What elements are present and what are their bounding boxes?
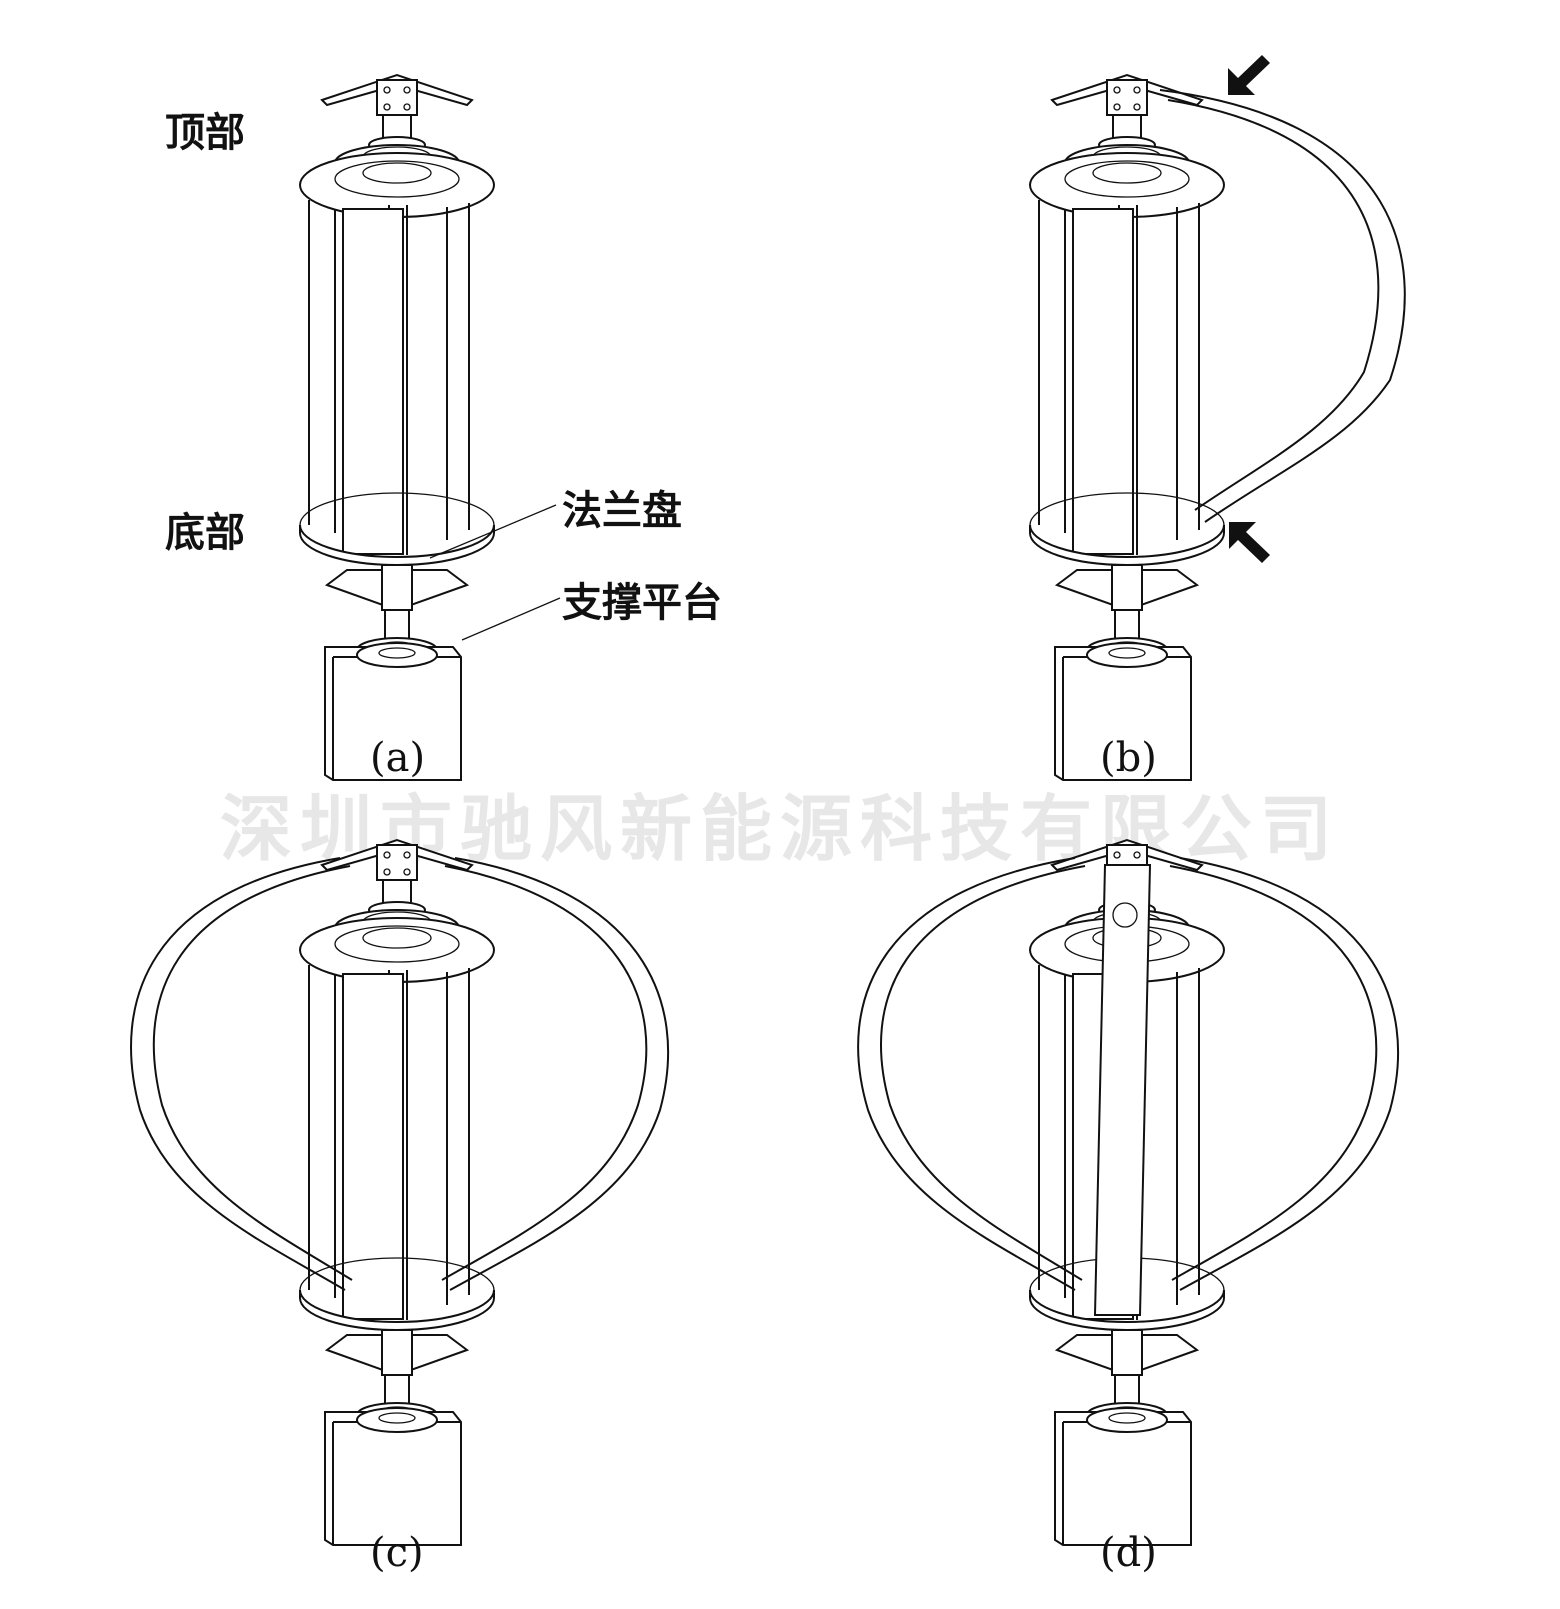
- leader-platform: [461, 597, 561, 641]
- label-flange: 法兰盘: [562, 487, 682, 534]
- panel-label-c: (c): [370, 1530, 424, 1576]
- blades-c: [130, 857, 670, 1291]
- leader-flange: [429, 504, 557, 559]
- panel-label-b: (b): [1100, 735, 1157, 781]
- blade-b: [1159, 89, 1406, 523]
- label-bottom: 底部: [165, 509, 245, 556]
- arrow-b-top: [1228, 55, 1270, 95]
- label-platform: 支撑平台: [562, 579, 722, 626]
- blades-d: [857, 857, 1400, 1316]
- turbine-b: [1029, 74, 1225, 781]
- turbine-c: [299, 839, 495, 1546]
- arrow-b-bottom: [1229, 522, 1270, 563]
- panel-label-a: (a): [370, 735, 426, 781]
- label-top: 顶部: [165, 109, 245, 156]
- turbine-a: [299, 74, 495, 781]
- panel-label-d: (d): [1100, 1530, 1157, 1576]
